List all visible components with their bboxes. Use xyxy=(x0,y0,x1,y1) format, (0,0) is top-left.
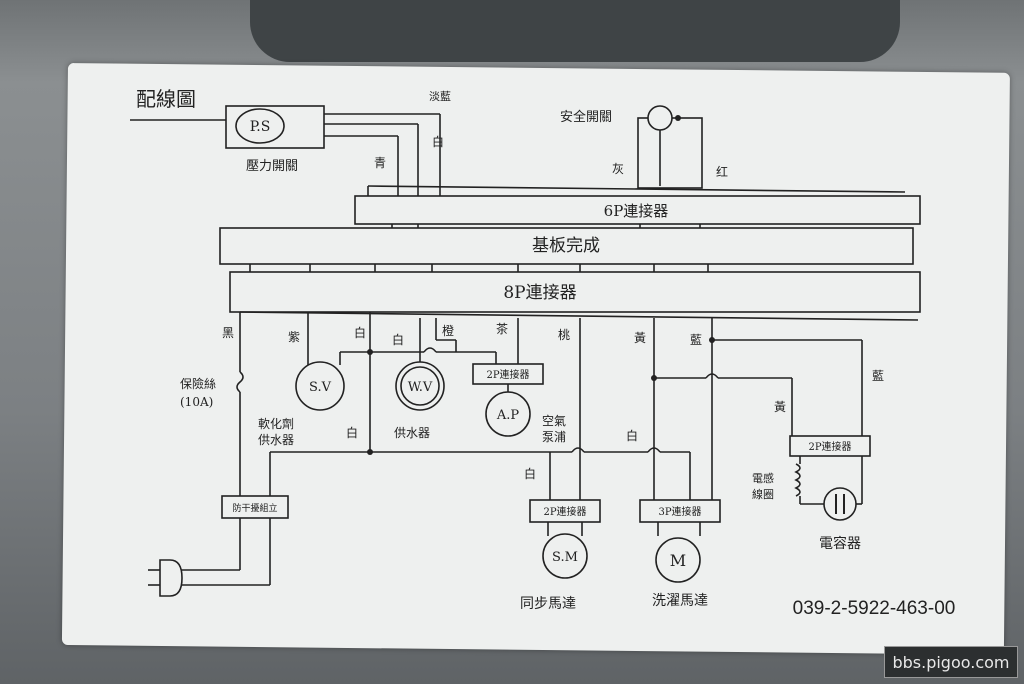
wire-yellow: 黃 xyxy=(634,331,646,345)
connector-8p-label: 8P連接器 xyxy=(503,283,576,303)
fuse-rating: (10A) xyxy=(180,395,213,409)
connector-6p-label: 6P連接器 xyxy=(604,202,669,220)
softener-label-2: 供水器 xyxy=(258,433,294,447)
wire-white-5: 白 xyxy=(626,428,638,443)
sync-motor-symbol-text: S.M xyxy=(552,550,578,565)
fuse-label: 保險絲 xyxy=(180,376,216,391)
wash-motor-connector-label: 3P連接器 xyxy=(658,505,701,518)
water-valve-label: 供水器 xyxy=(394,426,430,440)
coil-label-1: 電感 xyxy=(752,472,774,485)
title: 配線圖 xyxy=(136,87,196,111)
air-pump-label-2: 泵浦 xyxy=(542,430,566,444)
wire-yellow-2: 黃 xyxy=(774,400,786,414)
water-valve-symbol-text: W.V xyxy=(408,380,433,395)
watermark: bbs.pigoo.com xyxy=(884,646,1018,678)
sync-motor-connector-label: 2P連接器 xyxy=(543,505,586,518)
board-label: 基板完成 xyxy=(532,236,600,256)
wire-white-4: 白 xyxy=(346,425,358,440)
wire-light-blue: 淡藍 xyxy=(429,90,451,103)
wire-white-3: 白 xyxy=(392,332,404,347)
wire-white-2: 白 xyxy=(354,325,366,340)
pressure-switch-symbol xyxy=(235,108,285,144)
wire-red: 红 xyxy=(716,164,728,179)
safety-switch-label: 安全開關 xyxy=(560,109,612,125)
air-pump-label-1: 空氣 xyxy=(542,414,566,428)
softener-symbol-text: S.V xyxy=(309,380,332,395)
capacitor-connector-label: 2P連接器 xyxy=(808,440,851,453)
capacitor-label: 電容器 xyxy=(819,535,861,552)
wire-white-6: 白 xyxy=(524,466,536,481)
pressure-switch-label: 壓力開關 xyxy=(246,159,298,174)
wire-blue-green: 青 xyxy=(374,156,386,170)
wire-peach: 桃 xyxy=(558,327,570,342)
wash-motor-symbol-text: M xyxy=(670,551,686,570)
air-pump-symbol-text: A.P xyxy=(496,408,520,423)
wire-purple: 紫 xyxy=(288,330,300,344)
air-pump-connector-label: 2P連接器 xyxy=(486,368,529,381)
wire-black: 黑 xyxy=(222,326,234,340)
wire-gray: 灰 xyxy=(612,162,624,176)
pressure-switch-symbol-text: P.S xyxy=(250,119,271,135)
wire-blue: 藍 xyxy=(690,333,702,347)
capacitor-symbol xyxy=(823,487,857,521)
dark-recess xyxy=(250,0,900,62)
noise-filter-label: 防干擾組立 xyxy=(232,502,277,514)
wire-blue-2: 藍 xyxy=(872,369,884,383)
safety-switch-symbol xyxy=(647,105,673,131)
air-pump-symbol xyxy=(485,391,531,437)
sync-motor-symbol xyxy=(542,533,588,579)
softener-valve-symbol xyxy=(295,361,345,411)
water-valve-symbol xyxy=(395,361,445,411)
softener-label-1: 軟化劑 xyxy=(258,416,294,431)
wire-orange: 橙 xyxy=(442,323,454,338)
wire-brown: 茶 xyxy=(496,321,508,336)
coil-label-2: 線圈 xyxy=(752,487,774,501)
wire-white: 白 xyxy=(432,134,444,149)
sync-motor-label: 同步馬達 xyxy=(520,596,576,612)
wash-motor-symbol xyxy=(655,537,701,583)
wash-motor-label: 洗濯馬達 xyxy=(652,593,708,609)
part-number: 039-2-5922-463-00 xyxy=(793,598,956,619)
